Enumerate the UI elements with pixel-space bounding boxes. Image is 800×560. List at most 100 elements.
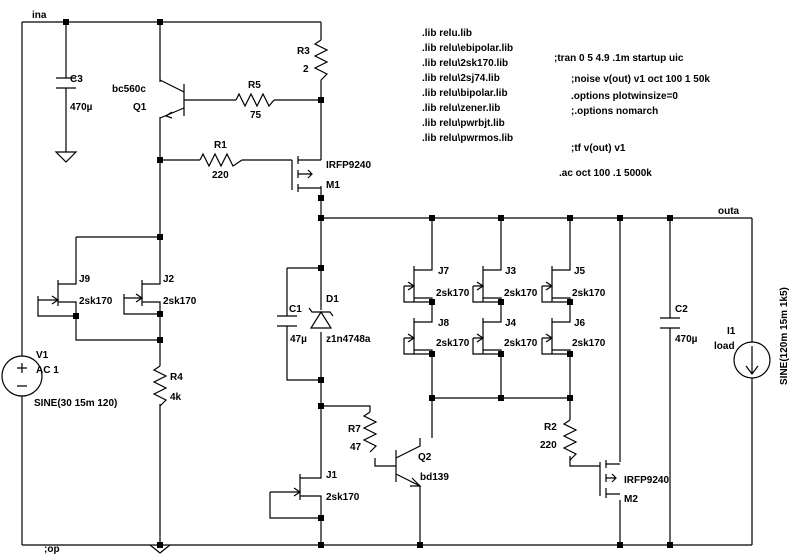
j8-jfet[interactable] xyxy=(404,316,433,356)
j6-ref: J6 xyxy=(574,318,586,329)
j7-jfet[interactable] xyxy=(404,262,433,308)
j5-jfet[interactable] xyxy=(542,262,571,308)
j9-value: 2sk170 xyxy=(79,296,113,307)
i1-source: SINE(120m 15m 1k5) xyxy=(779,287,790,385)
lib-directive[interactable]: .lib relu.lib xyxy=(422,28,472,39)
j4-value: 2sk170 xyxy=(504,338,538,349)
c2-ref: C2 xyxy=(675,304,688,315)
q2-ref: Q2 xyxy=(418,452,432,463)
j5-ref: J5 xyxy=(574,266,586,277)
j9-ref: J9 xyxy=(79,274,91,285)
i1-ref: I1 xyxy=(727,326,736,337)
junction-dots xyxy=(63,19,673,548)
r1-resistor[interactable] xyxy=(199,152,243,168)
q1-ref: Q1 xyxy=(133,102,147,113)
j1-ref: J1 xyxy=(326,470,338,481)
c3-capacitor[interactable] xyxy=(56,77,76,89)
q1-pnp-transistor[interactable] xyxy=(159,79,185,119)
net-label-op: ;op xyxy=(44,544,60,555)
j4-jfet[interactable] xyxy=(473,316,502,356)
ac-directive[interactable]: .ac oct 100 .1 5000k xyxy=(559,168,652,179)
tf-directive[interactable]: ;tf v(out) v1 xyxy=(571,143,626,154)
j7-value: 2sk170 xyxy=(436,288,470,299)
v1-ref: V1 xyxy=(36,350,49,361)
i1-current-source[interactable] xyxy=(733,341,771,379)
j3-value: 2sk170 xyxy=(504,288,538,299)
d1-zener-diode[interactable] xyxy=(308,307,334,329)
r4-value: 4k xyxy=(170,392,182,403)
ground-symbol-bottom xyxy=(149,544,171,554)
lib-directive[interactable]: .lib relu\2sj74.lib xyxy=(422,73,500,84)
net-label-outa: outa xyxy=(718,206,740,217)
r2-resistor[interactable] xyxy=(562,419,578,461)
j1-jfet[interactable] xyxy=(293,466,322,500)
c1-capacitor[interactable] xyxy=(277,315,297,327)
lib-directive[interactable]: .lib relu\ebipolar.lib xyxy=(422,43,513,54)
r7-ref: R7 xyxy=(348,424,361,435)
j2-jfet[interactable] xyxy=(135,276,161,310)
net-label-ina: ina xyxy=(32,10,47,21)
m1-pmosfet[interactable] xyxy=(291,156,321,192)
r7-resistor[interactable] xyxy=(362,411,378,453)
jfet-gate-ties xyxy=(403,286,570,355)
r2-value: 220 xyxy=(540,440,557,451)
r2-ref: R2 xyxy=(544,422,557,433)
j7-ref: J7 xyxy=(438,266,450,277)
j9-jfet[interactable] xyxy=(51,276,77,310)
c1-value: 47µ xyxy=(290,334,307,345)
j1-value: 2sk170 xyxy=(326,492,360,503)
j8-value: 2sk170 xyxy=(436,338,470,349)
c2-capacitor[interactable] xyxy=(660,317,680,329)
spice-directives: .lib relu.lib .lib relu\ebipolar.lib .li… xyxy=(422,28,710,179)
v1-value: AC 1 xyxy=(36,365,59,376)
r5-value: 75 xyxy=(250,110,262,121)
j3-jfet[interactable] xyxy=(473,262,502,308)
j4-ref: J4 xyxy=(505,318,517,329)
c3-ref: C3 xyxy=(70,74,83,85)
r5-ref: R5 xyxy=(248,80,261,91)
lib-directive[interactable]: .lib relu\2sk170.lib xyxy=(422,58,508,69)
j8-ref: J8 xyxy=(438,318,450,329)
lib-directive[interactable]: .lib relu\zener.lib xyxy=(422,103,500,114)
wires xyxy=(21,21,753,546)
v1-source: SINE(30 15m 120) xyxy=(34,398,117,409)
lib-directive[interactable]: .lib relu\pwrmos.lib xyxy=(422,133,513,144)
lib-directive[interactable]: .lib relu\pwrbjt.lib xyxy=(422,118,505,129)
q2-value: bd139 xyxy=(420,472,449,483)
m2-value: IRFP9240 xyxy=(624,475,669,486)
j2-ref: J2 xyxy=(163,274,175,285)
i1-value: load xyxy=(714,341,735,352)
r3-ref: R3 xyxy=(297,46,310,57)
r1-ref: R1 xyxy=(214,140,227,151)
j5-value: 2sk170 xyxy=(572,288,606,299)
c3-value: 470µ xyxy=(70,102,93,113)
d1-value: z1n4748a xyxy=(326,334,371,345)
j3-ref: J3 xyxy=(505,266,517,277)
d1-ref: D1 xyxy=(326,294,339,305)
j6-value: 2sk170 xyxy=(572,338,606,349)
tran-directive[interactable]: ;tran 0 5 4.9 .1m startup uic xyxy=(554,53,684,64)
nomarch-directive[interactable]: ;.options nomarch xyxy=(571,106,658,117)
m2-ref: M2 xyxy=(624,494,638,505)
r4-resistor[interactable] xyxy=(152,365,168,407)
r3-value: 2 xyxy=(303,64,309,75)
r5-resistor[interactable] xyxy=(235,92,275,108)
j2-value: 2sk170 xyxy=(163,296,197,307)
lib-directive[interactable]: .lib relu\bipolar.lib xyxy=(422,88,508,99)
m1-ref: M1 xyxy=(326,180,340,191)
noise-directive[interactable]: ;noise v(out) v1 oct 100 1 50k xyxy=(571,74,710,85)
r3-resistor[interactable] xyxy=(313,39,329,81)
r7-value: 47 xyxy=(350,442,362,453)
ground-symbol xyxy=(54,151,78,163)
q2-npn-transistor[interactable] xyxy=(395,438,422,490)
c1-ref: C1 xyxy=(289,304,302,315)
r1-value: 220 xyxy=(212,170,229,181)
q1-value: bc560c xyxy=(112,84,146,95)
plotwinsize-directive[interactable]: .options plotwinsize=0 xyxy=(571,91,678,102)
v1-voltage-source[interactable] xyxy=(1,355,43,397)
m1-value: IRFP9240 xyxy=(326,160,371,171)
m2-pmosfet[interactable] xyxy=(599,460,620,498)
r4-ref: R4 xyxy=(170,372,183,383)
j6-jfet[interactable] xyxy=(542,316,571,356)
